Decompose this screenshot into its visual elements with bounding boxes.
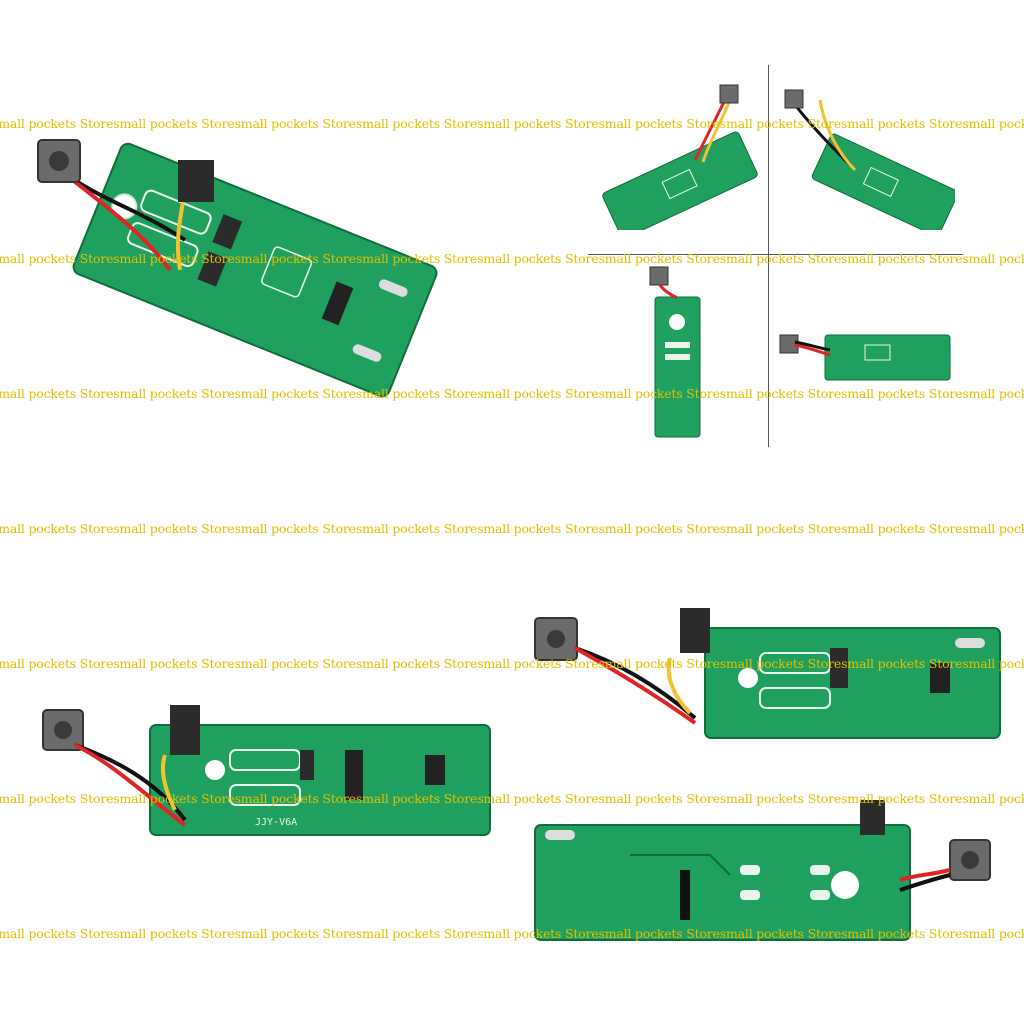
product-photo-board-back	[534, 800, 991, 941]
watermark-text: small pockets Store	[0, 116, 114, 131]
watermark-text: small pockets Store	[477, 116, 599, 131]
watermark-text: small pockets Store	[234, 926, 356, 941]
product-photo-board-top	[534, 608, 1001, 739]
watermark-text: small pockets Store	[0, 656, 114, 671]
product-photo-small-3	[649, 266, 701, 438]
watermark-text: small pockets Store	[962, 521, 1024, 536]
watermark-text: small pockets Store	[234, 116, 356, 131]
grid-divider-horizontal	[588, 254, 963, 255]
watermark-text: small pockets Store	[0, 521, 114, 536]
watermark-text: small pockets Store	[962, 386, 1024, 401]
product-photo-small-2	[784, 89, 955, 230]
watermark-text: small pockets Store	[598, 521, 720, 536]
watermark-text: small pockets Store	[234, 656, 356, 671]
watermark-text: small pockets Store	[234, 521, 356, 536]
product-photo-board-front: JJY-V6A	[42, 705, 491, 836]
watermark-text: small pockets Store	[841, 521, 963, 536]
watermark-text: small pockets Store	[113, 116, 235, 131]
watermark-text: small pockets Store	[962, 116, 1024, 131]
board-label-text: JJY-V6A	[255, 817, 297, 828]
product-photo-small-1	[602, 84, 758, 230]
watermark-text: small pockets Store	[0, 926, 114, 941]
watermark-text: small pockets Store	[355, 116, 478, 131]
watermark-text: small pockets Store	[719, 521, 842, 536]
watermark-text: small pockets Store	[962, 251, 1024, 266]
watermark-text: small pockets Store	[355, 926, 478, 941]
watermark-row-4: small pockets Storesmall pockets Storesm…	[0, 521, 1024, 536]
watermark-text: small pockets Store	[355, 521, 478, 536]
watermark-text: small pockets Store	[113, 656, 235, 671]
watermark-text: small pockets Store	[113, 926, 235, 941]
watermark-text: small pockets Store	[477, 521, 599, 536]
watermark-text: small pockets Store	[355, 656, 478, 671]
product-photo-board-angle	[37, 139, 438, 398]
product-photo-small-4	[779, 334, 951, 381]
watermark-text: small pockets Store	[113, 521, 235, 536]
grid-divider-vertical	[768, 65, 769, 447]
